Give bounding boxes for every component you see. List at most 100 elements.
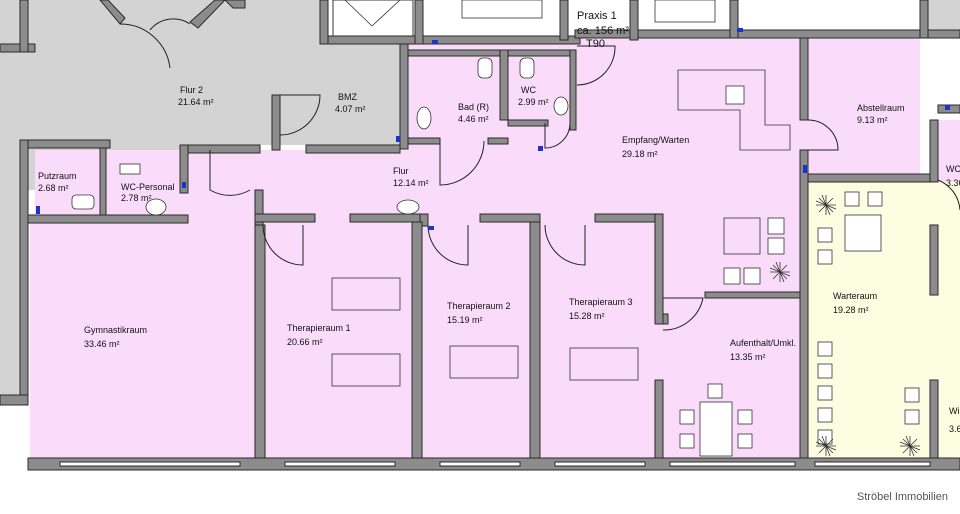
wall — [507, 119, 549, 127]
wall — [654, 379, 664, 466]
toilet-icon — [477, 57, 493, 79]
wall — [179, 144, 261, 154]
shaft-1 — [332, 0, 414, 37]
wall — [729, 0, 739, 39]
wall — [704, 291, 801, 299]
room-area-aufenthalt: 13.35 m² — [730, 352, 766, 362]
wall — [487, 137, 509, 145]
room-area-therapie1: 20.66 m² — [287, 337, 323, 347]
fixtures — [71, 57, 920, 457]
chair-icon — [725, 85, 745, 105]
chair-icon — [817, 407, 833, 423]
plant-icon — [815, 435, 837, 457]
room-area-flur2: 21.64 m² — [178, 97, 214, 107]
grey-top-right — [920, 0, 960, 36]
room-area-therapie3: 15.28 m² — [569, 311, 605, 321]
room-area-therapie2: 15.19 m² — [447, 315, 483, 325]
room-name-bmz: BMZ — [338, 92, 358, 102]
room-name-wc-right: WC — [946, 164, 960, 174]
chair-icon — [767, 217, 785, 235]
room-name-flur2: Flur 2 — [180, 85, 203, 95]
room-name-gymnastik: Gymnastikraum — [84, 325, 147, 335]
wall — [189, 0, 226, 29]
marker-icon — [428, 226, 434, 230]
sink-icon — [553, 96, 569, 116]
room-name-bad: Bad (R) — [458, 102, 489, 112]
plant-icon — [899, 435, 921, 457]
wall — [0, 43, 36, 53]
wall — [305, 144, 401, 154]
marker-icon — [538, 146, 543, 151]
chair-icon — [904, 409, 920, 425]
plants — [769, 194, 921, 457]
room-name-putz: Putzraum — [38, 171, 77, 181]
room-name-aufenthalt: Aufenthalt/Umkl. — [730, 338, 796, 348]
wall — [507, 49, 577, 57]
shaft-marks — [344, 0, 716, 27]
chair-icon — [679, 433, 695, 449]
doors — [119, 18, 960, 331]
wall — [99, 0, 126, 25]
wall — [929, 379, 939, 466]
labels: Praxis 1 ca. 156 m² T90 Flur 2 21.64 m² … — [38, 10, 960, 503]
table-icon — [699, 401, 733, 457]
room-name-wc-personal: WC-Personal — [121, 182, 175, 192]
wall — [629, 0, 639, 41]
chair-icon — [817, 227, 833, 243]
wall — [594, 213, 664, 223]
room-area-empfang: 29.18 m² — [622, 149, 658, 159]
wall — [254, 213, 316, 223]
chair-icon — [817, 363, 833, 379]
room-name-flur: Flur — [393, 166, 409, 176]
marker-icon — [803, 165, 807, 173]
toilet-icon — [519, 57, 535, 79]
wall — [179, 144, 189, 194]
window — [554, 461, 646, 467]
sink-icon — [119, 163, 141, 175]
wall — [529, 221, 541, 466]
wall — [807, 173, 931, 183]
door-arc — [119, 23, 171, 69]
door-arc — [807, 119, 839, 151]
elevator-cross — [344, 0, 401, 27]
door-arc — [544, 122, 571, 149]
door-arc — [149, 18, 191, 31]
marker-icon — [737, 28, 743, 32]
room-name-win-partial: Wi — [949, 406, 960, 416]
door-arc — [544, 224, 586, 266]
window — [284, 461, 396, 467]
room-name-therapie3: Therapieraum 3 — [569, 297, 633, 307]
door-arc — [279, 94, 321, 136]
pink-praxis-area — [30, 36, 920, 462]
praxis-area: ca. 156 m² — [577, 25, 629, 37]
table-icon — [844, 214, 882, 252]
door-arc — [662, 297, 704, 331]
marker-icon — [182, 182, 186, 188]
wall — [271, 94, 281, 151]
shaft-3 — [640, 0, 730, 34]
wall — [19, 0, 29, 53]
chair-icon — [737, 433, 753, 449]
chair-icon — [867, 191, 883, 207]
window — [669, 461, 796, 467]
marker-icon — [396, 136, 400, 142]
wall — [559, 0, 569, 41]
therapy-bed — [331, 353, 401, 387]
window — [814, 461, 931, 467]
room-area-gymnastik: 33.46 m² — [84, 339, 120, 349]
wall — [254, 224, 266, 466]
chair-icon — [737, 409, 753, 425]
marker-icon — [36, 206, 40, 214]
wall — [654, 213, 664, 325]
wall — [254, 189, 264, 231]
sink-icon — [396, 199, 420, 215]
floor-fills — [0, 0, 960, 462]
door-arc — [427, 224, 469, 266]
pink-putz — [35, 150, 180, 215]
chair-icon — [679, 409, 695, 425]
door-arc — [262, 224, 304, 266]
room-area-bad: 4.46 m² — [458, 114, 489, 124]
wall — [27, 214, 189, 224]
door-arc — [209, 150, 251, 196]
